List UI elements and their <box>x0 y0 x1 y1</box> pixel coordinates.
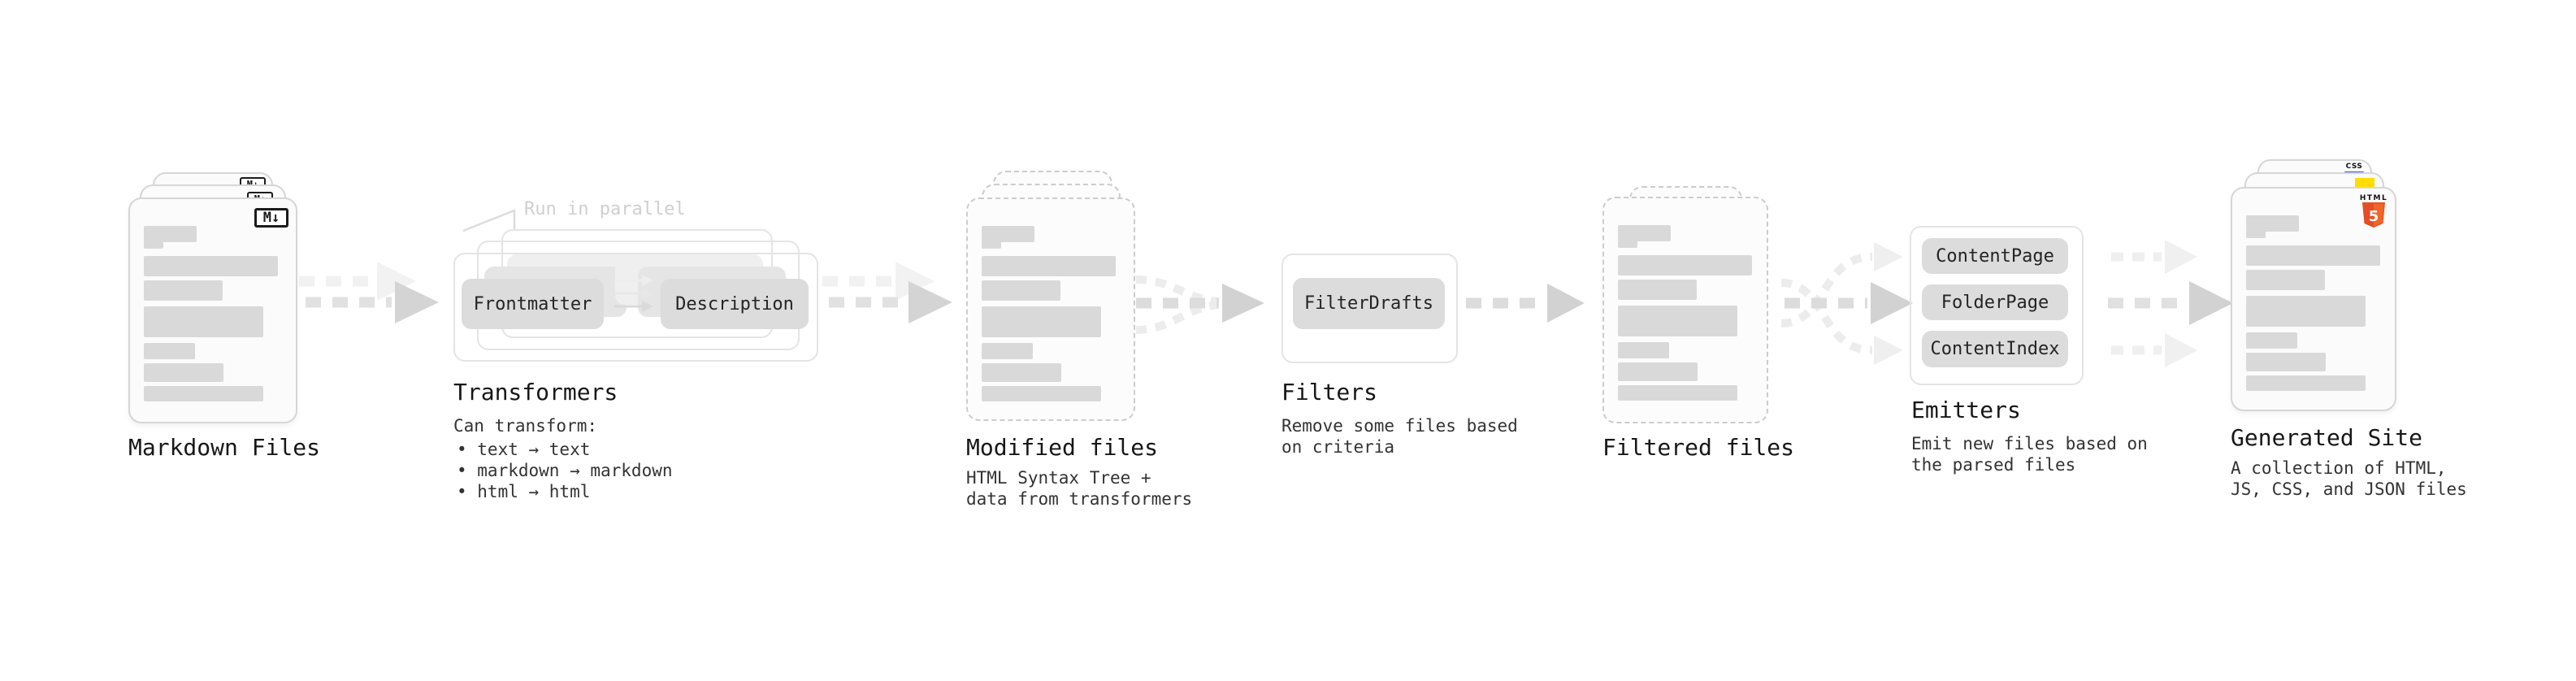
filters-description: Remove some files based <box>1281 416 1518 436</box>
skeleton-text-line <box>2246 353 2326 371</box>
skeleton-text-line <box>1618 241 1637 248</box>
skeleton-text-line <box>1618 342 1669 358</box>
skeleton-text-line <box>982 280 1060 301</box>
generated-site-description: JS, CSS, and JSON files <box>2231 479 2467 499</box>
emitters-description: the parsed files <box>1911 455 2076 475</box>
markdown-file-card-front: M↓ <box>128 197 297 423</box>
skeleton-text-line <box>1618 255 1752 275</box>
skeleton-text-line <box>2246 245 2380 266</box>
skeleton-text-line <box>1618 225 1671 241</box>
skeleton-text-line <box>144 226 197 242</box>
skeleton-text-line <box>2246 270 2325 290</box>
javascript-icon <box>2355 178 2374 189</box>
arrow-filters-to-filtered <box>1466 284 1585 323</box>
emitters-container <box>1910 226 2084 385</box>
skeleton-text-line <box>982 241 1001 249</box>
html5-icon: HTML 5 <box>2359 194 2388 232</box>
arrow-filtered-to-emitters <box>1780 242 1913 365</box>
svg-text:5: 5 <box>2369 208 2379 225</box>
generated-file-card-html: HTML 5 <box>2231 187 2396 411</box>
emitters-description: Emit new files based on <box>1911 434 2148 453</box>
filters-container <box>1281 254 1458 363</box>
transformers-bullet: • text → text <box>457 440 591 459</box>
skeleton-text-line <box>144 386 263 401</box>
skeleton-text-line <box>144 241 163 249</box>
emitter-box-folderpage: FolderPage <box>1922 284 2068 320</box>
skeleton-text-line <box>144 256 278 276</box>
skeleton-text-line <box>1618 306 1737 336</box>
filters-description: on criteria <box>1281 437 1395 457</box>
skeleton-text-line <box>1618 362 1698 381</box>
parallel-transform-arrows <box>614 275 653 312</box>
stage-title-markdown-files: Markdown Files <box>128 434 321 461</box>
skeleton-text-line <box>2246 375 2366 391</box>
skeleton-text-line <box>2246 296 2366 327</box>
skeleton-text-line <box>144 343 195 359</box>
skeleton-text-line <box>982 386 1101 401</box>
filtered-file-card-front <box>1602 197 1768 423</box>
stage-title-transformers: Transformers <box>453 379 618 406</box>
stage-title-emitters: Emitters <box>1911 397 2021 423</box>
skeleton-text-line <box>982 256 1116 276</box>
transformer-box-frontmatter: Frontmatter <box>462 279 604 329</box>
skeleton-text-line <box>144 306 263 337</box>
stage-title-filtered-files: Filtered files <box>1602 434 1795 461</box>
transformer-container-front <box>453 253 818 362</box>
modified-files-description: HTML Syntax Tree + <box>966 468 1151 488</box>
filter-box-filterdrafts: FilterDrafts <box>1293 278 1445 329</box>
modified-file-card-front <box>966 197 1135 421</box>
emitter-box-contentpage: ContentPage <box>1922 238 2068 274</box>
stage-title-generated-site: Generated Site <box>2231 424 2423 451</box>
skeleton-text-line <box>982 363 1061 382</box>
skeleton-text-line <box>1618 280 1697 300</box>
annotation-leader-line <box>462 209 516 232</box>
emitter-box-contentindex: ContentIndex <box>1922 331 2068 367</box>
arrow-markdown-to-transformers <box>299 262 439 323</box>
generated-site-description: A collection of HTML, <box>2231 458 2447 478</box>
markdown-icon: M↓ <box>254 208 288 228</box>
skeleton-text-line <box>2246 231 2266 238</box>
arrow-transformers-to-modified <box>822 262 952 323</box>
arrow-emitters-to-generated <box>2108 240 2233 367</box>
skeleton-text-line <box>982 343 1033 359</box>
arrow-modified-to-filters <box>1135 275 1264 334</box>
stage-title-modified-files: Modified files <box>966 434 1159 461</box>
stage-title-filters: Filters <box>1281 379 1378 406</box>
skeleton-text-line <box>2246 332 2297 349</box>
run-in-parallel-annotation: Run in parallel <box>524 199 686 219</box>
skeleton-text-line <box>982 226 1034 242</box>
skeleton-text-line <box>1618 385 1737 401</box>
skeleton-text-line <box>144 363 223 382</box>
modified-files-description: data from transformers <box>966 489 1193 509</box>
skeleton-text-line <box>144 280 223 301</box>
transformer-box-description: Description <box>661 279 809 329</box>
transformers-bullet: • markdown → markdown <box>457 461 673 480</box>
skeleton-text-line <box>982 306 1101 337</box>
skeleton-text-line <box>2246 215 2299 232</box>
transformers-description: Can transform: <box>453 416 598 436</box>
transformers-bullet: • html → html <box>457 482 591 501</box>
